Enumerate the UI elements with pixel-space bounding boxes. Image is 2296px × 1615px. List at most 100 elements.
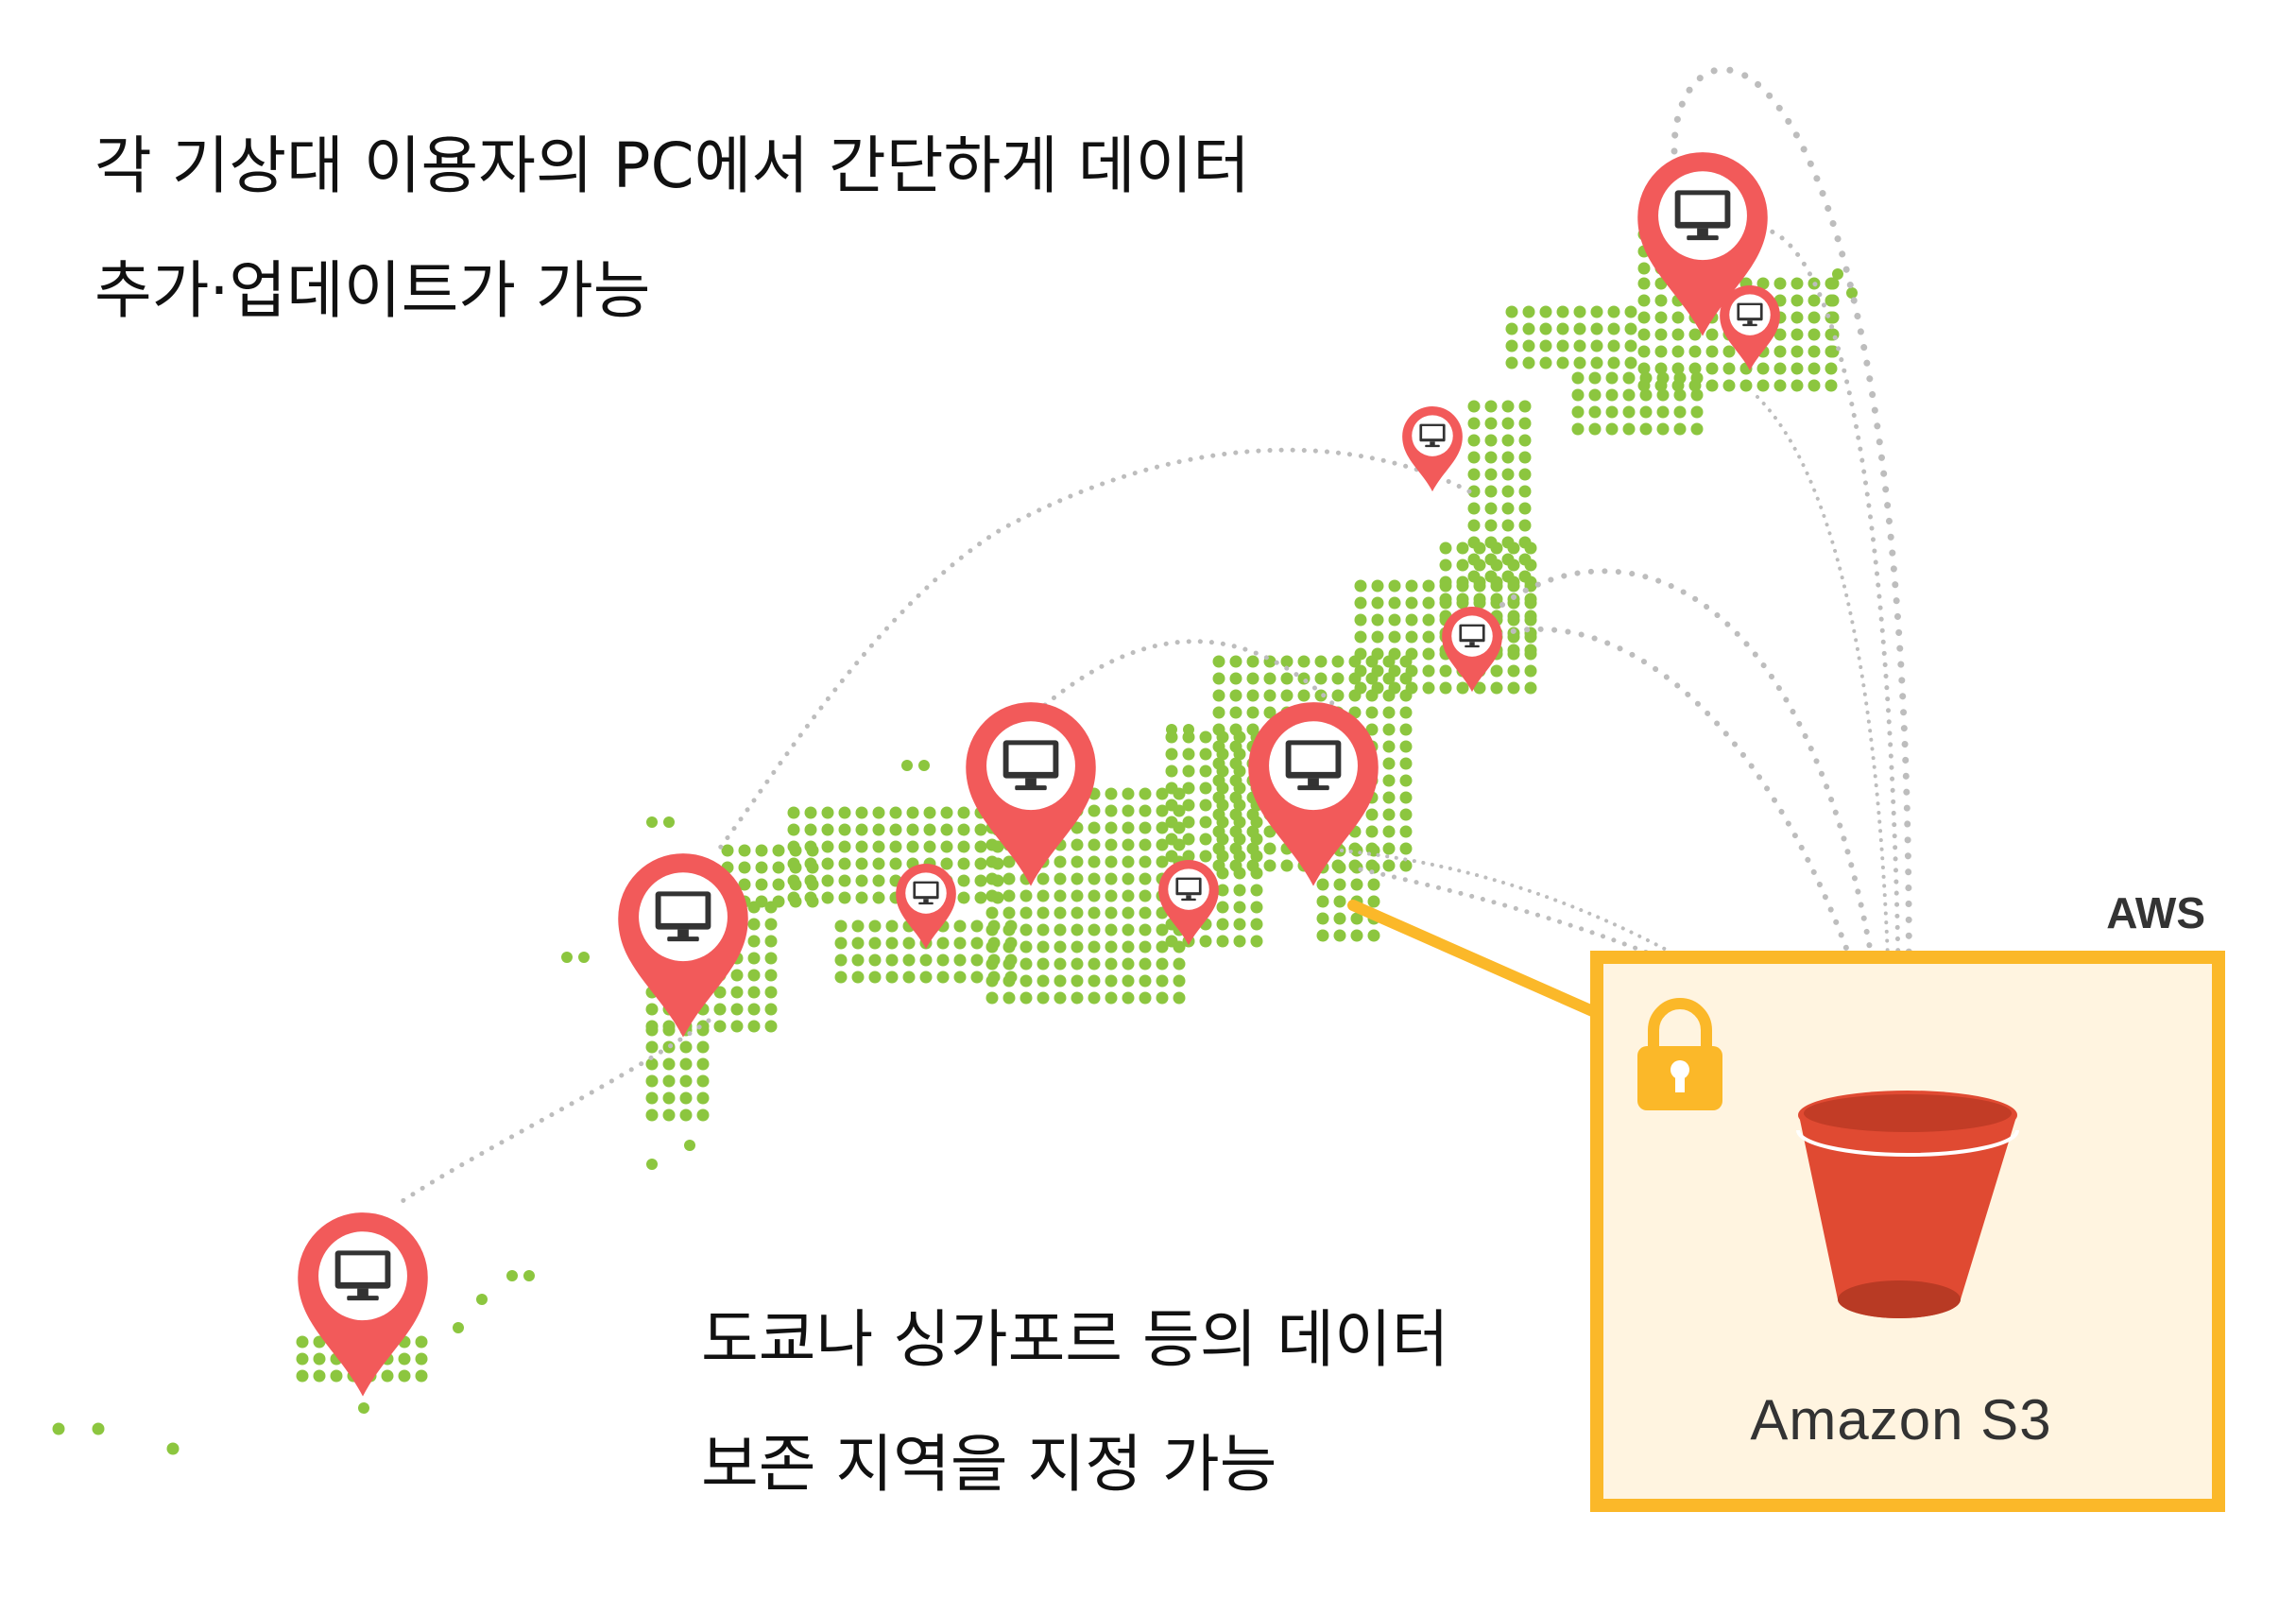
s3-bucket-icon <box>1796 1091 2019 1318</box>
map-dot <box>834 936 848 950</box>
map-dot <box>1722 345 1736 358</box>
map-dot <box>1183 724 1194 735</box>
network-link-arc <box>1499 568 1883 1014</box>
map-dot <box>1422 630 1435 644</box>
map-dot <box>1639 388 1653 402</box>
map-dot <box>1071 906 1084 919</box>
map-dot <box>1250 884 1263 897</box>
map-dot <box>1316 878 1329 891</box>
caption-user-upload-line1: 각 기상대 이용자의 PC에서 간단하게 데이터 <box>94 129 1251 202</box>
map-dot <box>1088 872 1101 885</box>
map-dot <box>1122 787 1135 800</box>
map-dot <box>1722 362 1736 375</box>
map-dot <box>1105 787 1118 800</box>
map-dot <box>1139 804 1152 817</box>
map-dot <box>868 971 882 984</box>
map-dot <box>855 874 868 887</box>
aws-region-box: AWS Amazon S3 <box>1590 888 2225 1512</box>
map-dot <box>1791 311 1804 324</box>
map-dot <box>838 891 851 904</box>
map-dot <box>1791 328 1804 341</box>
map-dot <box>1105 906 1118 919</box>
map-dot <box>1501 400 1515 413</box>
map-dot <box>730 1003 744 1016</box>
map-dot <box>1233 816 1246 829</box>
map-dot <box>1505 322 1518 335</box>
map-dot <box>1825 379 1838 392</box>
map-dot <box>645 1108 659 1122</box>
map-dot <box>696 1057 710 1071</box>
map-dot <box>1263 842 1277 855</box>
map-dot <box>1199 833 1212 846</box>
map-dot <box>940 840 953 853</box>
map-dot <box>1422 613 1435 627</box>
map-dot <box>1637 294 1651 307</box>
network-link-arc <box>1726 225 1902 1023</box>
map-dot <box>721 844 734 857</box>
map-dot <box>1501 417 1515 430</box>
map-dot <box>1182 799 1195 812</box>
map-dot <box>821 823 834 836</box>
map-dot <box>1354 613 1367 627</box>
map-dot <box>1216 765 1229 778</box>
map-dot <box>1071 957 1084 971</box>
map-dot <box>1688 345 1702 358</box>
map-dot <box>1382 757 1396 770</box>
map-dot <box>1456 579 1469 593</box>
map-dot <box>1088 838 1101 851</box>
map-dot <box>1791 362 1804 375</box>
map-dot <box>646 1159 658 1170</box>
map-dot <box>1263 689 1277 702</box>
map-dot <box>1654 328 1668 341</box>
map-dot <box>1233 884 1246 897</box>
map-dot <box>851 936 865 950</box>
map-dot <box>1422 596 1435 610</box>
map-dot <box>713 1020 727 1033</box>
map-dot <box>313 1369 326 1383</box>
map-dot <box>1246 689 1259 702</box>
map-dot <box>764 986 778 999</box>
map-dot <box>1422 681 1435 695</box>
map-dot <box>1518 400 1532 413</box>
map-dot <box>906 806 919 819</box>
map-dot <box>747 986 761 999</box>
map-dot <box>787 806 800 819</box>
map-dot <box>1105 991 1118 1005</box>
map-dot <box>1088 940 1101 954</box>
map-dot <box>696 1108 710 1122</box>
map-dot <box>889 857 902 870</box>
location-pin-icon <box>1720 284 1780 371</box>
map-dot <box>1399 689 1413 702</box>
map-dot <box>1673 371 1687 385</box>
map-dot <box>646 816 658 828</box>
map-dot <box>1382 723 1396 736</box>
map-dot <box>1501 485 1515 498</box>
map-dot <box>806 878 819 891</box>
map-dot <box>1233 765 1246 778</box>
map-dot <box>1019 889 1033 902</box>
map-dot <box>789 878 802 891</box>
map-dot <box>381 1369 394 1383</box>
map-dot <box>358 1402 369 1414</box>
map-dot <box>1371 630 1384 644</box>
map-dot <box>974 857 987 870</box>
map-dot <box>1505 305 1518 318</box>
map-dot <box>1539 339 1552 352</box>
map-dot <box>1263 706 1277 719</box>
map-dot <box>1773 362 1787 375</box>
map-dot <box>747 952 761 965</box>
map-dot <box>1399 723 1413 736</box>
map-dot <box>1348 689 1362 702</box>
map-dot <box>1233 901 1246 914</box>
map-dot <box>1607 356 1620 369</box>
map-dot <box>1473 541 1486 555</box>
map-dot <box>1212 655 1225 668</box>
map-dot <box>1037 991 1050 1005</box>
map-dot <box>834 919 848 933</box>
map-dot <box>1573 339 1586 352</box>
map-dot <box>1739 379 1753 392</box>
network-links <box>394 66 1912 1208</box>
map-dot <box>806 844 819 857</box>
map-dot <box>1791 379 1804 392</box>
map-dot <box>1501 468 1515 481</box>
